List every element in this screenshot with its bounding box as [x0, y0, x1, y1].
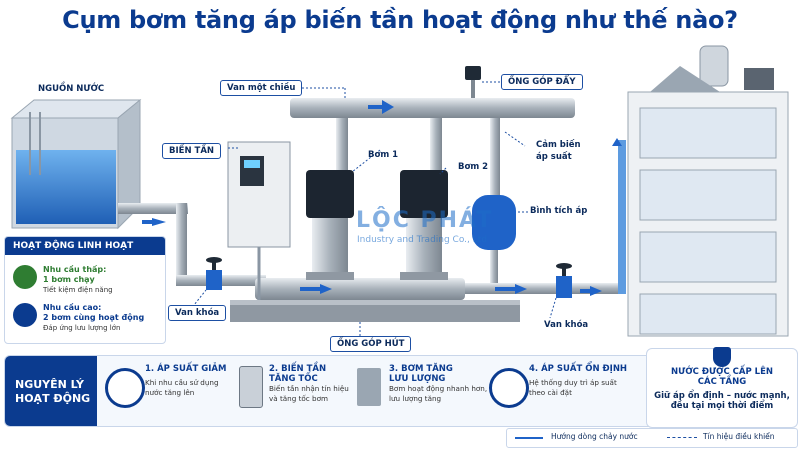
step-1: 1. ÁP SUẤT GIẢM Khi nhu cầu sử dụng nước…	[145, 364, 275, 398]
one-pump-icon	[13, 265, 37, 289]
inverter-icon	[239, 366, 263, 408]
page-title: Cụm bơm tăng áp biến tần hoạt động như t…	[62, 6, 738, 34]
step-4-desc-l2: theo cài đặt	[529, 388, 572, 397]
label-pressure-sensor-l1: Cảm biến	[536, 140, 581, 150]
principle-heading: NGUYÊN LÝ HOẠT ĐỘNG	[5, 356, 97, 426]
outcome-heading-l1: NƯỚC ĐƯỢC CẤP LÊN	[670, 367, 774, 377]
flexible-operation-heading: HOẠT ĐỘNG LINH HOẠT	[5, 237, 165, 255]
suction-manifold-pipe	[255, 278, 465, 300]
step-3-desc-l1: Bơm hoạt động nhanh hơn,	[389, 384, 488, 393]
step-4-title: 4. ÁP SUẤT ỔN ĐỊNH	[529, 364, 628, 374]
watermark-brand: LỘC PHÁT	[356, 208, 494, 233]
mode-high-title: Nhu cầu cao:	[43, 303, 102, 312]
pump-icon	[357, 368, 381, 406]
up-arrow-icon	[612, 138, 622, 146]
skid-base	[230, 300, 520, 322]
leader-lines	[189, 81, 557, 336]
label-pressure-tank: Bình tích áp	[530, 206, 588, 216]
step-3-title-l2: LƯU LƯỢNG	[389, 374, 446, 384]
label-inverter: BIẾN TẦN	[162, 143, 222, 159]
signal-legend-line	[667, 437, 697, 438]
water-tank	[10, 98, 142, 230]
label-suction-manifold: ỐNG GÓP HÚT	[330, 336, 412, 352]
flow-arrow-icon	[142, 100, 602, 296]
gauge-icon	[105, 368, 145, 408]
watermark-company: Industry and Trading Co., Ltd	[357, 235, 488, 245]
outcome-desc-l1: Giữ áp ổn định – nước mạnh,	[654, 391, 790, 401]
mode-high-desc: Đáp ứng lưu lượng lớn	[43, 324, 121, 332]
valve-left-icon	[206, 257, 222, 290]
outcome-panel: NƯỚC ĐƯỢC CẤP LÊN CÁC TẦNG Giữ áp ổn địn…	[646, 347, 798, 428]
step-2-title-l2: TĂNG TỐC	[269, 374, 318, 384]
step-1-desc-l2: nước tăng lên	[145, 388, 195, 397]
principle-heading-l1: NGUYÊN LÝ	[15, 378, 84, 391]
mode-low-desc: Tiết kiệm điện năng	[43, 286, 113, 294]
step-1-desc-l1: Khi nhu cầu sử dụng	[145, 378, 219, 387]
building	[627, 45, 789, 337]
label-pressure-sensor-l2: áp suất	[536, 152, 572, 162]
outcome-heading-l2: CÁC TẦNG	[697, 377, 747, 387]
step-3: 3. BƠM TĂNG LƯU LƯỢNG Bơm hoạt động nhan…	[389, 364, 519, 404]
legend-flow-label: Hướng dòng chảy nước	[551, 432, 638, 441]
mode-low-subtitle: 1 bơm chạy	[43, 275, 95, 284]
valve-right-icon	[556, 263, 572, 298]
outcome-desc-l2: đều tại mọi thời điểm	[670, 401, 774, 411]
pressure-sensor	[465, 66, 481, 98]
inverter-cabinet	[227, 141, 291, 300]
label-pump-1: Bơm 1	[368, 150, 399, 160]
legend: Hướng dòng chảy nước Tín hiệu điều khiển	[506, 428, 798, 448]
mode-low-title: Nhu cầu thấp:	[43, 265, 107, 274]
step-2-desc-l1: Biến tần nhận tín hiệu	[269, 384, 349, 393]
two-pumps-icon	[13, 303, 37, 327]
step-3-desc-l2: lưu lượng tăng	[389, 394, 442, 403]
step-4: 4. ÁP SUẤT ỔN ĐỊNH Hệ thống duy trì áp s…	[529, 364, 659, 398]
mode-high-subtitle: 2 bơm cùng hoạt động	[43, 313, 145, 322]
step-3-title-l1: 3. BƠM TĂNG	[389, 364, 453, 374]
shield-check-icon	[713, 347, 731, 367]
step-2-title-l1: 2. BIẾN TẦN	[269, 364, 327, 374]
label-valve-left: Van khóa	[168, 305, 227, 321]
label-valve-right: Van khóa	[544, 320, 589, 330]
inlet-pipe	[118, 203, 188, 214]
discharge-manifold-pipe	[290, 98, 575, 118]
step-2-desc-l2: và tăng tốc bơm	[269, 394, 328, 403]
principle-heading-l2: HOẠT ĐỘNG	[15, 392, 91, 405]
outlet-pipe	[465, 283, 625, 294]
step-2: 2. BIẾN TẦN TĂNG TỐC Biến tần nhận tín h…	[269, 364, 399, 404]
label-check-valve: Van một chiều	[220, 80, 303, 96]
pressure-tank	[472, 195, 516, 283]
gauge-check-icon	[489, 368, 529, 408]
pump-2	[400, 170, 448, 280]
legend-signal-label: Tín hiệu điều khiển	[703, 432, 775, 441]
step-4-desc-l1: Hệ thống duy trì áp suất	[529, 378, 617, 387]
pump-1	[306, 170, 354, 280]
flow-legend-line	[515, 437, 543, 439]
step-1-title: 1. ÁP SUẤT GIẢM	[145, 364, 227, 374]
label-discharge-manifold: ỐNG GÓP ĐẨY	[501, 74, 583, 90]
label-source: NGUỒN NƯỚC	[38, 84, 105, 94]
label-pump-2: Bơm 2	[458, 162, 489, 172]
flexible-operation-panel: HOẠT ĐỘNG LINH HOẠT Nhu cầu thấp: 1 bơm …	[4, 236, 166, 344]
